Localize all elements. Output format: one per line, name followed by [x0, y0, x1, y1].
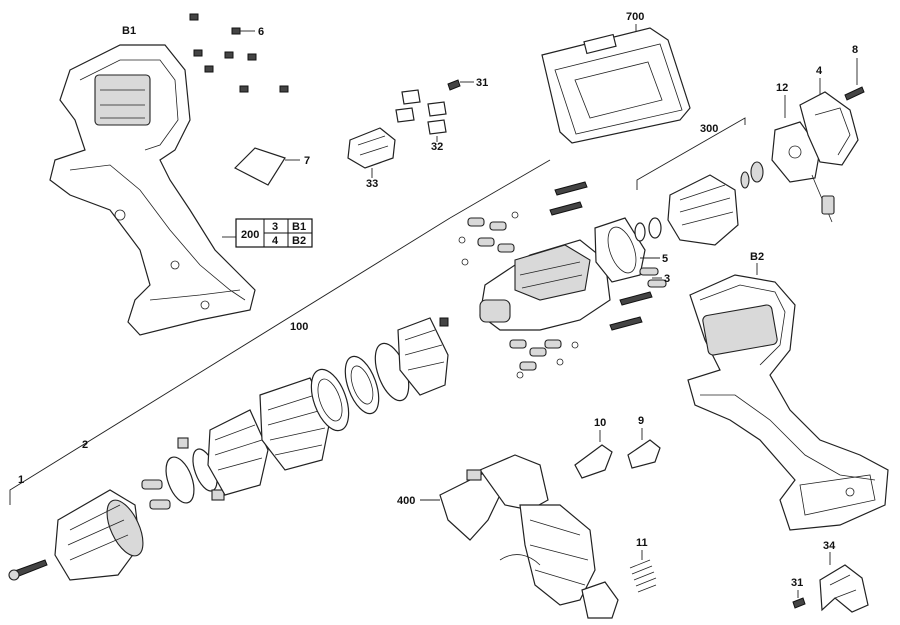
callout-b2: B2	[750, 251, 764, 263]
motor-can-5	[594, 217, 660, 283]
gear-ring-stack	[207, 317, 449, 496]
callout-10: 10	[594, 417, 606, 429]
callout-2: 2	[82, 439, 88, 451]
trigger-lock-10	[574, 430, 613, 479]
screw-8	[844, 58, 865, 101]
rear-cap-4	[799, 78, 859, 166]
table-row-1-qty: 3	[272, 221, 278, 233]
switch-assembly-400	[420, 454, 619, 619]
screw-set-6	[189, 13, 289, 93]
callout-31-bottom: 31	[791, 577, 803, 589]
callout-7: 7	[304, 155, 310, 167]
carrying-case-700	[541, 24, 691, 144]
callout-31-top: 31	[476, 77, 488, 89]
callout-6: 6	[258, 26, 264, 38]
table-row-2-ref: B2	[292, 235, 306, 247]
brush-holder-12	[771, 95, 835, 223]
callout-400: 400	[397, 495, 415, 507]
housing-half-b2	[687, 263, 889, 531]
pins-and-screws-3	[458, 181, 667, 379]
callout-100: 100	[290, 321, 308, 333]
screw-31-top	[447, 79, 474, 91]
callout-5: 5	[662, 253, 668, 265]
callout-8: 8	[852, 44, 858, 56]
chuck-2	[54, 489, 144, 581]
callout-4: 4	[816, 65, 823, 77]
callout-9: 9	[638, 415, 644, 427]
spring-11	[629, 550, 657, 593]
assembly-bracket-100	[9, 159, 551, 505]
assembly-table-200	[222, 218, 313, 248]
table-row-1-ref: B1	[292, 221, 306, 233]
callout-32: 32	[431, 141, 443, 153]
gearbox-housing	[439, 239, 611, 331]
switch-bracket-33	[347, 127, 396, 178]
housing-half-b1	[49, 44, 256, 336]
callout-34: 34	[823, 540, 836, 552]
battery-clip-34	[819, 552, 869, 613]
callout-3: 3	[664, 273, 670, 285]
callout-11: 11	[636, 537, 648, 549]
callout-33: 33	[366, 178, 378, 190]
chuck-screw-1	[8, 559, 48, 581]
label-plate-7	[233, 147, 300, 186]
callout-300: 300	[700, 123, 718, 135]
callout-1: 1	[18, 474, 24, 486]
callout-12: 12	[776, 82, 788, 94]
callout-200: 200	[241, 229, 259, 241]
callout-b1: B1	[122, 25, 136, 37]
spring-clip-9	[627, 428, 661, 469]
motor-assembly-300	[634, 117, 764, 246]
screw-31-bottom	[792, 590, 806, 609]
table-row-2-qty: 4	[272, 235, 279, 247]
callout-700: 700	[626, 11, 644, 23]
brush-clips-32	[395, 89, 447, 142]
